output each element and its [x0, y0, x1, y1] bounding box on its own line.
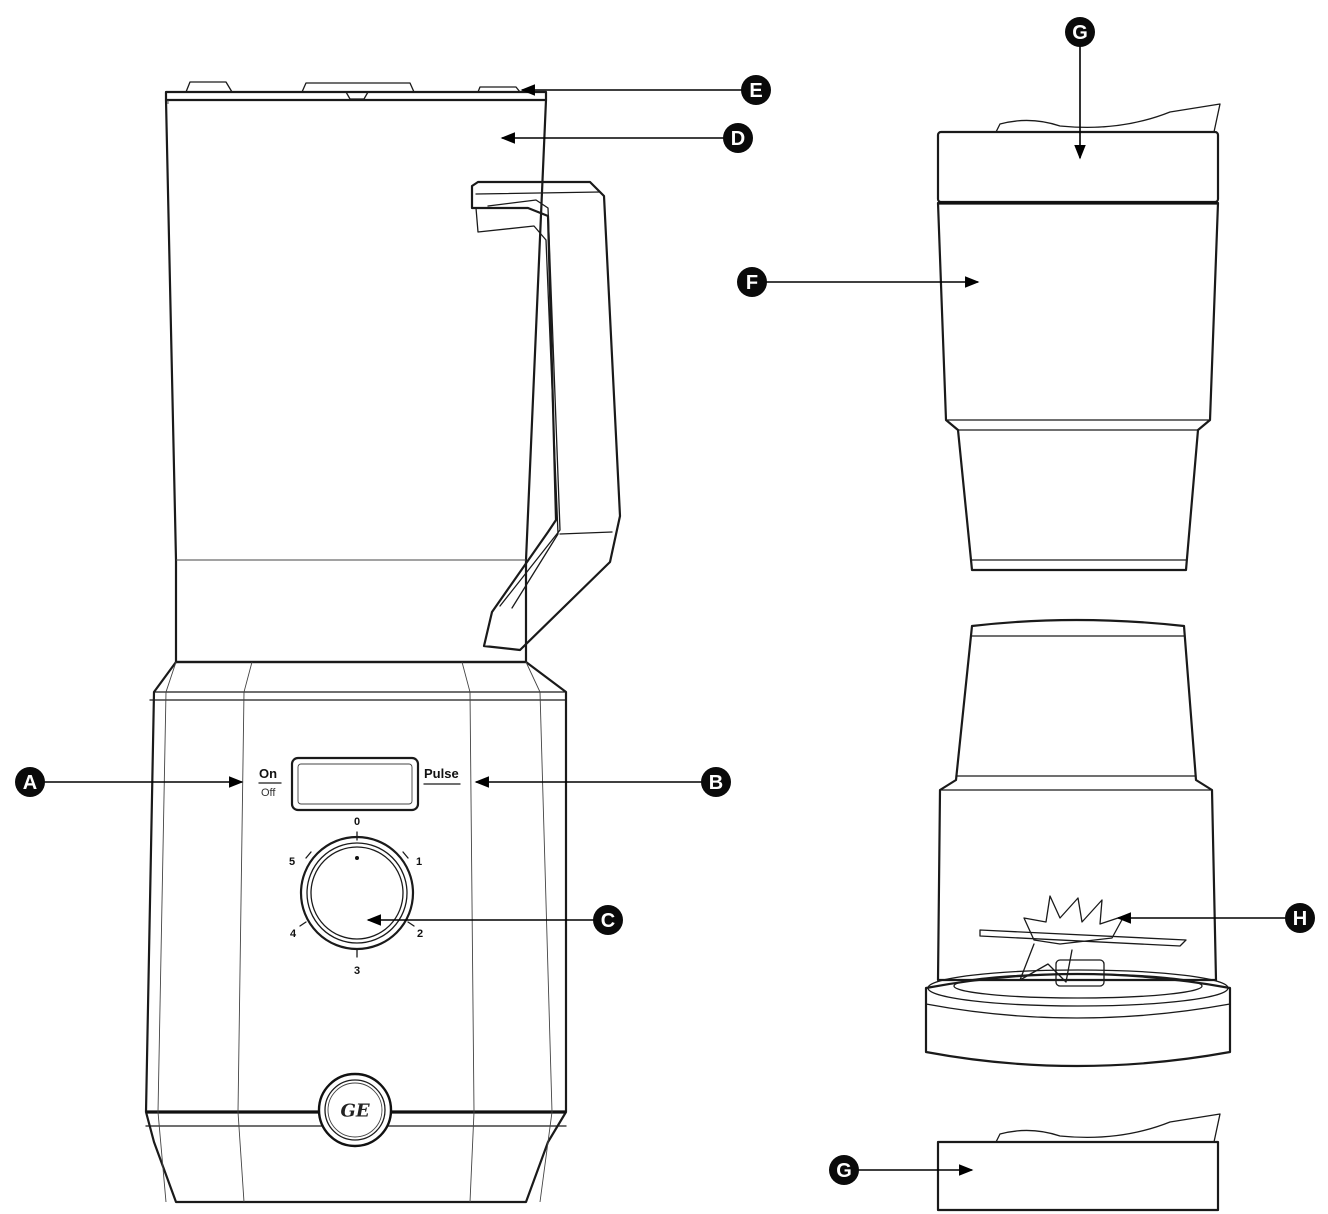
blender-jar [164, 98, 548, 664]
dial-mark-5: 5 [289, 856, 295, 868]
main-blender: On Off Pulse 0 1 2 3 4 5 [144, 81, 622, 1204]
dial-mark-2: 2 [417, 928, 423, 940]
pulse-label: Pulse [424, 766, 459, 781]
ge-logo: GE [317, 1072, 393, 1148]
dial-mark-1: 1 [416, 856, 422, 868]
svg-text:H: H [1293, 908, 1307, 930]
on-label: On [259, 766, 277, 781]
svg-text:F: F [746, 272, 758, 294]
blending-cup [924, 618, 1232, 1068]
display-window [290, 756, 420, 812]
spare-lid [936, 1113, 1221, 1212]
dial-mark-4: 4 [290, 928, 297, 940]
svg-text:G: G [836, 1160, 852, 1182]
callout-g-top: G [1065, 17, 1095, 47]
callout-f: F [737, 267, 767, 297]
callout-b: B [701, 767, 731, 797]
dial-mark-3: 3 [354, 965, 360, 977]
callout-d: D [723, 123, 753, 153]
callout-g-bottom: G [829, 1155, 859, 1185]
blender-lid [164, 81, 548, 102]
svg-text:E: E [749, 80, 762, 102]
callout-a: A [15, 767, 45, 797]
jar-handle [470, 180, 622, 652]
ge-logo-text: GE [340, 1101, 369, 1122]
speed-dial: 0 1 2 3 4 5 [289, 816, 423, 977]
off-label: Off [261, 787, 276, 799]
blade-assembly [979, 895, 1187, 987]
svg-text:C: C [601, 910, 615, 932]
svg-text:G: G [1072, 22, 1088, 44]
callout-h: H [1285, 903, 1315, 933]
travel-cup [936, 103, 1221, 572]
dial-mark-0: 0 [354, 816, 360, 828]
svg-text:A: A [23, 772, 37, 794]
callout-c: C [593, 905, 623, 935]
svg-text:B: B [709, 772, 723, 794]
svg-text:D: D [731, 128, 745, 150]
callout-e: E [741, 75, 771, 105]
